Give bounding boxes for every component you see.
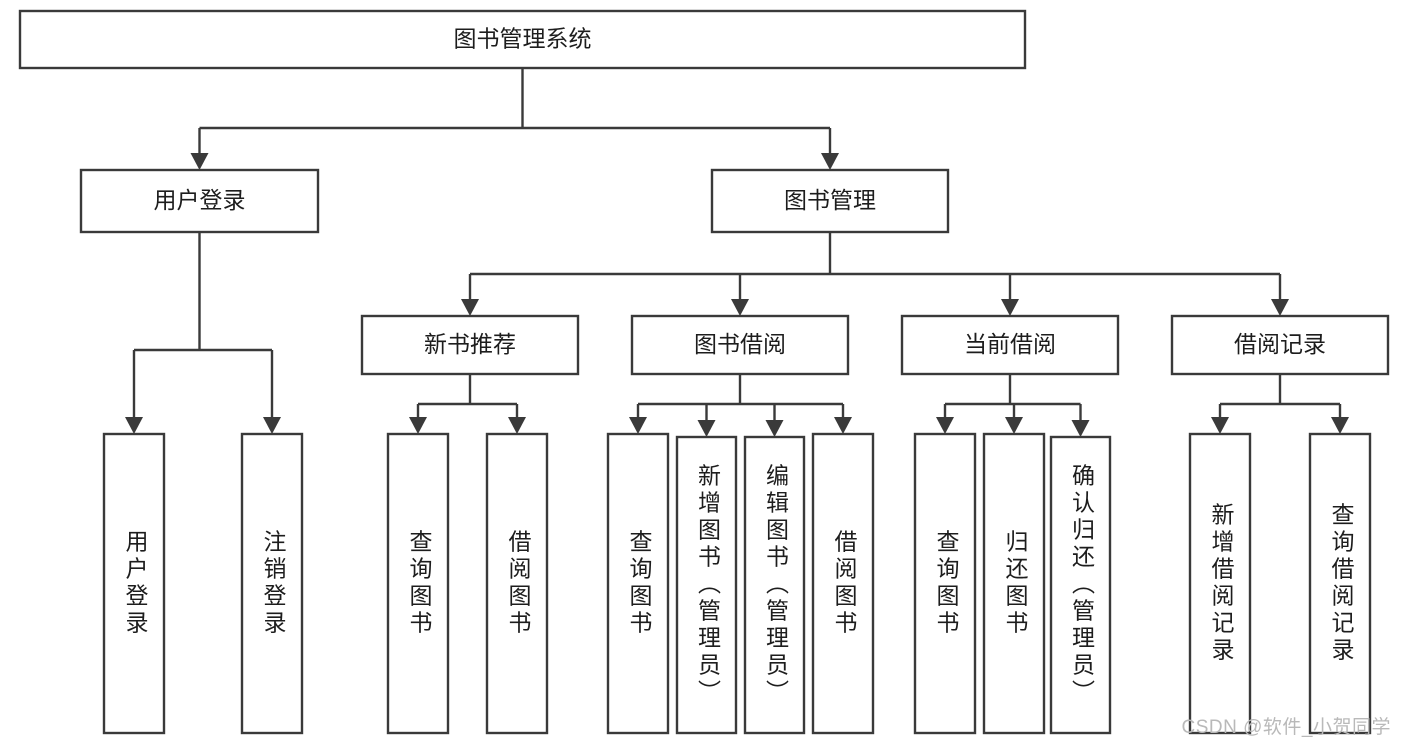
arrow-head-leaf-add-borrow-record	[1211, 417, 1229, 434]
arrow-head-book-manage	[821, 153, 839, 170]
node-label-current-borrow: 当前借阅	[964, 331, 1056, 357]
node-leaf-query-borrow-record[interactable]: 查询借阅记录	[1308, 432, 1372, 735]
arrow-head-leaf-user-login	[125, 417, 143, 434]
node-leaf-borrow-book-recommend[interactable]: 借阅图书	[485, 432, 549, 735]
node-box-leaf-return-book	[982, 432, 1046, 735]
node-label-leaf-borrow-book: 借阅图书	[831, 530, 858, 638]
node-book-borrow[interactable]: 图书借阅	[630, 314, 850, 376]
node-box-root	[18, 9, 1027, 70]
node-box-borrow-record	[1170, 314, 1390, 376]
node-box-current-borrow	[900, 314, 1120, 376]
node-leaf-add-book-admin[interactable]: 新增图书（管理员）	[675, 435, 738, 735]
arrow-head-leaf-query-book-current	[936, 417, 954, 434]
node-leaf-confirm-return-admin[interactable]: 确认归还（管理员）	[1049, 435, 1112, 735]
node-label-root: 图书管理系统	[454, 26, 592, 52]
node-label-user-login: 用户登录	[154, 187, 246, 213]
node-box-leaf-borrow-book-recommend	[485, 432, 549, 735]
arrow-head-leaf-add-book-admin	[697, 420, 716, 437]
arrow-head-new-book-recommend	[461, 299, 479, 316]
connector-layer	[125, 68, 1349, 437]
node-box-new-book-recommend	[360, 314, 580, 376]
node-label-borrow-record: 借阅记录	[1234, 331, 1326, 357]
arrow-head-borrow-record	[1271, 299, 1289, 316]
node-box-leaf-logout-login	[240, 432, 304, 735]
arrow-head-leaf-borrow-book	[834, 417, 852, 434]
node-leaf-user-login[interactable]: 用户登录	[102, 432, 166, 735]
node-root[interactable]: 图书管理系统	[18, 9, 1027, 70]
node-box-leaf-add-book-admin	[675, 435, 738, 735]
node-box-leaf-edit-book-admin	[743, 435, 806, 735]
node-label-leaf-borrow-book-recommend: 借阅图书	[505, 530, 532, 638]
node-label-leaf-edit-book-admin: 编辑图书（管理员）	[763, 464, 790, 707]
node-leaf-borrow-book[interactable]: 借阅图书	[811, 432, 875, 735]
arrow-head-leaf-query-book-recommend	[409, 417, 427, 434]
node-label-book-borrow: 图书借阅	[694, 331, 786, 357]
node-box-user-login	[79, 168, 320, 234]
node-leaf-edit-book-admin[interactable]: 编辑图书（管理员）	[743, 435, 806, 735]
node-box-leaf-query-book-borrow	[606, 432, 670, 735]
arrow-head-leaf-return-book	[1005, 417, 1023, 434]
node-label-leaf-logout-login: 注销登录	[260, 530, 287, 638]
node-label-leaf-query-borrow-record: 查询借阅记录	[1328, 503, 1355, 665]
node-leaf-query-book-recommend[interactable]: 查询图书	[386, 432, 450, 735]
node-leaf-add-borrow-record[interactable]: 新增借阅记录	[1188, 432, 1252, 735]
node-new-book-recommend[interactable]: 新书推荐	[360, 314, 580, 376]
arrow-head-book-borrow	[731, 299, 749, 316]
node-box-leaf-borrow-book	[811, 432, 875, 735]
node-box-book-borrow	[630, 314, 850, 376]
arrow-head-user-login	[190, 153, 209, 170]
node-label-leaf-confirm-return-admin: 确认归还（管理员）	[1069, 464, 1096, 707]
node-leaf-query-book-current[interactable]: 查询图书	[913, 432, 977, 735]
node-label-new-book-recommend: 新书推荐	[424, 331, 516, 357]
node-book-manage[interactable]: 图书管理	[710, 168, 950, 234]
node-box-leaf-query-borrow-record	[1308, 432, 1372, 735]
node-label-leaf-add-book-admin: 新增图书（管理员）	[695, 464, 722, 707]
node-label-leaf-return-book: 归还图书	[1002, 530, 1029, 638]
arrow-head-leaf-edit-book-admin	[765, 420, 784, 437]
arrow-head-leaf-query-borrow-record	[1331, 417, 1349, 434]
arrow-head-leaf-confirm-return-admin	[1071, 420, 1090, 437]
node-box-book-manage	[710, 168, 950, 234]
node-leaf-return-book[interactable]: 归还图书	[982, 432, 1046, 735]
node-label-leaf-query-book-recommend: 查询图书	[406, 530, 433, 638]
node-borrow-record[interactable]: 借阅记录	[1170, 314, 1390, 376]
node-box-leaf-user-login	[102, 432, 166, 735]
node-label-leaf-user-login: 用户登录	[122, 530, 149, 638]
csdn-watermark: CSDN @软件_小贺同学	[1181, 717, 1391, 738]
arrow-head-leaf-borrow-book-recommend	[508, 417, 526, 434]
node-box-leaf-confirm-return-admin	[1049, 435, 1112, 735]
node-label-leaf-query-book-borrow: 查询图书	[626, 530, 653, 638]
node-label-book-manage: 图书管理	[784, 187, 876, 213]
node-box-leaf-query-book-current	[913, 432, 977, 735]
node-leaf-logout-login[interactable]: 注销登录	[240, 432, 304, 735]
node-box-leaf-query-book-recommend	[386, 432, 450, 735]
node-label-leaf-query-book-current: 查询图书	[933, 530, 960, 638]
node-user-login[interactable]: 用户登录	[79, 168, 320, 234]
arrow-head-leaf-query-book-borrow	[629, 417, 647, 434]
node-layer: 图书管理系统用户登录图书管理新书推荐图书借阅当前借阅借阅记录用户登录注销登录查询…	[18, 9, 1390, 735]
node-leaf-query-book-borrow[interactable]: 查询图书	[606, 432, 670, 735]
arrow-head-leaf-logout-login	[263, 417, 281, 434]
node-current-borrow[interactable]: 当前借阅	[900, 314, 1120, 376]
arrow-head-current-borrow	[1001, 299, 1019, 316]
node-box-leaf-add-borrow-record	[1188, 432, 1252, 735]
node-label-leaf-add-borrow-record: 新增借阅记录	[1208, 503, 1235, 665]
